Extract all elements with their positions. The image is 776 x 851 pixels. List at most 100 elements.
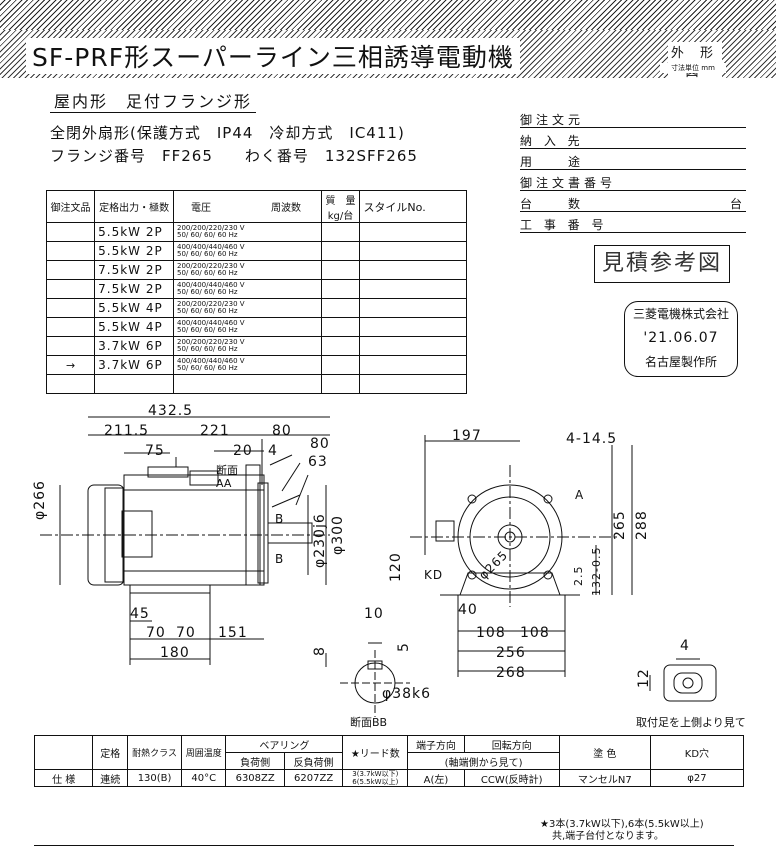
dim-phi266: φ266	[32, 480, 48, 520]
dim-70a: 70	[146, 625, 166, 641]
dim-180: 180	[160, 645, 190, 661]
col-rating: 定格出力・極数	[94, 190, 175, 223]
kd-label: KD	[424, 568, 444, 582]
dim-151: 151	[218, 625, 248, 641]
dim-132: 132-0.5	[590, 546, 603, 596]
stamp-company: 三菱電機株式会社	[632, 307, 729, 321]
row-label: 仕 様	[33, 769, 94, 787]
front-view	[410, 435, 633, 677]
label-a: A	[575, 488, 585, 502]
v-rotation: CCW(反時計)	[463, 769, 560, 787]
document-title: SF-PRF形スーパーライン三相誘導電動機	[26, 38, 520, 74]
h-temp: 周囲温度	[181, 735, 227, 770]
estimate-reference-stamp: 見積参考図	[594, 245, 730, 283]
dim-197: 197	[452, 428, 482, 444]
row-marker	[45, 260, 96, 280]
row-mass	[320, 222, 361, 242]
row-style	[359, 336, 467, 356]
col-order: 御注文品	[45, 190, 96, 223]
v-temp: 40°C	[181, 769, 227, 787]
model-row-empty	[45, 374, 467, 394]
h-rotation: 回転方向	[463, 735, 560, 753]
col-style: スタイルNo.	[359, 190, 467, 223]
dim-phi300: φ300	[330, 515, 346, 555]
row-mass	[320, 260, 361, 280]
row-mass	[320, 317, 361, 337]
dim-80a: 80	[272, 423, 292, 439]
dim-120: 120	[388, 552, 404, 582]
row-rating: 5.5kW 2P	[94, 241, 175, 261]
flange-frame-line: フランジ番号 FF265 わく番号 132SFF265	[50, 147, 418, 165]
v-load: 6308ZZ	[225, 769, 285, 787]
row-marker	[45, 336, 96, 356]
row-rating: 5.5kW 2P	[94, 222, 175, 242]
foot-view-label: 取付足を上側より見て	[636, 716, 746, 729]
v-class: 130(B)	[127, 769, 183, 787]
row-mass	[320, 241, 361, 261]
section-bb-view	[325, 642, 410, 717]
stamp-date: '21.06.07	[643, 330, 719, 346]
h-color: 塗 色	[558, 735, 651, 770]
row-marker	[45, 222, 96, 242]
dim-108b: 108	[520, 625, 550, 641]
row-rating: 7.5kW 2P	[94, 260, 175, 280]
row-style	[359, 298, 467, 318]
h-bearing: ベアリング	[225, 735, 344, 753]
row-marker	[45, 279, 96, 299]
unit-suffix: 台	[729, 197, 742, 211]
side-dimension-lines	[59, 416, 330, 665]
h-class: 耐熱クラス	[127, 735, 183, 770]
section-aa-label: 断面 AA	[216, 464, 238, 490]
dim-288: 288	[634, 510, 650, 540]
foot-view	[649, 658, 717, 702]
order-row: 台 数台	[520, 191, 746, 212]
company-stamp: 三菱電機株式会社 '21.06.07 名古屋製作所	[624, 301, 738, 377]
figure-label: 外 形 図	[668, 42, 722, 80]
row-rating: 5.5kW 4P	[94, 317, 175, 337]
row-style	[359, 241, 467, 261]
dim-265: 265	[612, 510, 628, 540]
order-row: 納 入 先	[520, 128, 746, 149]
dim-108a: 108	[476, 625, 506, 641]
row-rating: 5.5kW 4P	[94, 298, 175, 318]
dim-63: 63	[308, 454, 328, 470]
dim-holes: 4-14.5	[566, 431, 618, 447]
row-rating: 3.7kW 6P	[94, 336, 175, 356]
row-marker	[45, 317, 96, 337]
dim-10: 10	[364, 606, 384, 622]
dim-8: 8	[312, 646, 328, 656]
section-bb-label: 断面BB	[350, 716, 388, 729]
h-view: (軸端側から見て)	[407, 752, 560, 770]
row-style	[359, 279, 467, 299]
dim-5: 5	[396, 642, 412, 652]
v-color: マンセルN7	[558, 769, 651, 787]
dim-4: 4	[268, 443, 278, 459]
unit-note: 寸法単位 mm	[660, 63, 726, 73]
v-leads: 3(3.7kW以下) 6(5.5kW以上)	[342, 769, 409, 787]
dim-40: 40	[458, 602, 478, 618]
h-kd: KD穴	[649, 735, 745, 770]
row-style	[359, 317, 467, 337]
v-anti: 6207ZZ	[283, 769, 344, 787]
dim-phi230: φ230j6	[312, 513, 328, 568]
h-terminal: 端子方向	[407, 735, 465, 753]
col-voltage-frequency: 電圧周波数	[173, 190, 322, 223]
dim-overall: 432.5	[148, 403, 194, 419]
dim-70b: 70	[176, 625, 196, 641]
dim-2-5: 2.5	[572, 565, 585, 587]
